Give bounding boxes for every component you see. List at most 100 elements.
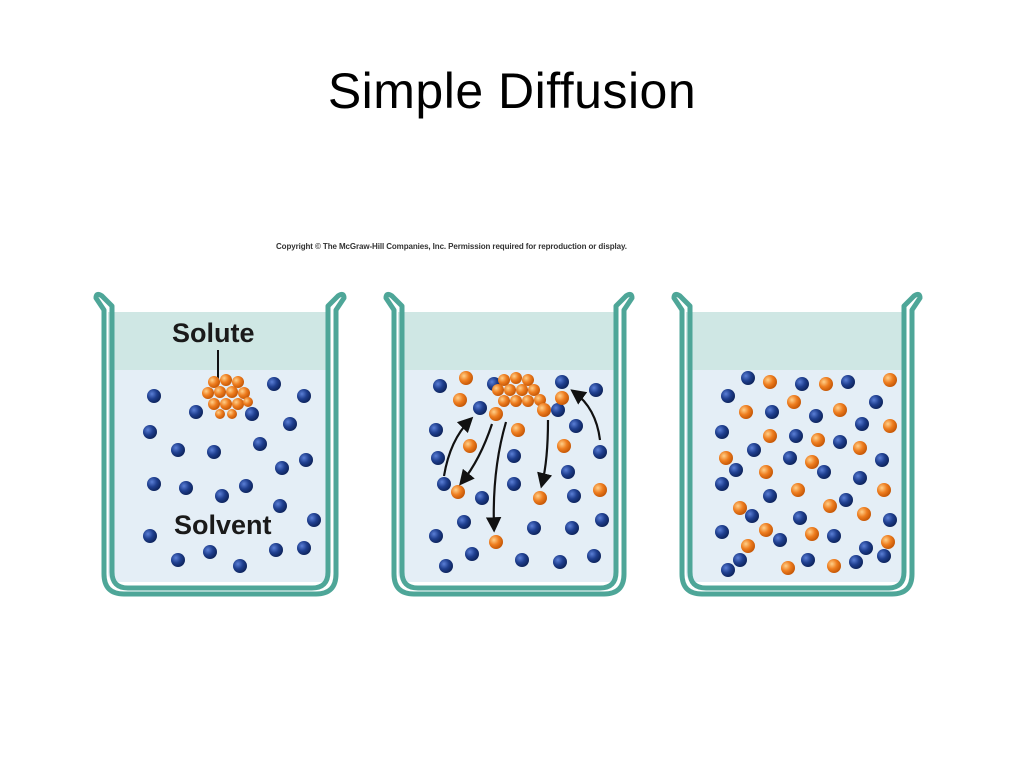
solute-molecule	[853, 441, 867, 455]
solvent-molecule	[283, 417, 297, 431]
solvent-molecule	[507, 449, 521, 463]
solvent-molecule	[853, 471, 867, 485]
solvent-molecule	[215, 489, 229, 503]
beaker-1-solvent-molecules	[143, 377, 321, 573]
solvent-molecule	[877, 549, 891, 563]
solute-molecule	[881, 535, 895, 549]
beaker-1-solute-cluster	[202, 374, 253, 419]
beaker-2-diffusion-arrows	[442, 389, 602, 533]
solute-molecule	[489, 535, 503, 549]
solute-molecule	[498, 374, 510, 386]
solvent-molecule	[555, 375, 569, 389]
solvent-molecule	[179, 481, 193, 495]
solvent-molecule	[795, 377, 809, 391]
solvent-molecule	[741, 371, 755, 385]
solute-molecule	[791, 483, 805, 497]
solute-molecule	[805, 455, 819, 469]
solute-molecule	[492, 384, 504, 396]
beaker-2	[383, 291, 635, 597]
slide-title: Simple Diffusion	[327, 63, 697, 119]
diffusion-arrow	[485, 421, 508, 533]
solute-molecule	[877, 483, 891, 497]
solute-molecule	[459, 371, 473, 385]
copyright-notice: Copyright © The McGraw-Hill Companies, I…	[276, 242, 627, 251]
solvent-molecule	[715, 477, 729, 491]
solvent-molecule	[789, 429, 803, 443]
solute-molecule	[833, 403, 847, 417]
solute-molecule	[220, 374, 232, 386]
solute-molecule	[781, 561, 795, 575]
solvent-molecule	[147, 389, 161, 403]
solute-molecule	[759, 523, 773, 537]
solute-molecule	[522, 374, 534, 386]
diffusion-arrow	[537, 419, 553, 489]
solute-molecule	[522, 395, 534, 407]
solvent-molecule	[273, 499, 287, 513]
solute-molecule	[510, 372, 522, 384]
diffusion-arrow	[570, 389, 602, 441]
diffusion-arrow	[442, 416, 474, 477]
solvent-molecule	[239, 479, 253, 493]
solvent-molecule	[849, 555, 863, 569]
solute-molecule	[719, 451, 733, 465]
solvent-molecule	[801, 553, 815, 567]
solute-molecule	[787, 395, 801, 409]
beaker-3	[671, 291, 923, 597]
solvent-molecule	[527, 521, 541, 535]
solvent-molecule	[233, 559, 247, 573]
solute-molecule	[763, 429, 777, 443]
beaker-3-outline	[671, 291, 923, 597]
solute-molecule	[857, 507, 871, 521]
solvent-molecule	[869, 395, 883, 409]
solvent-molecule	[833, 435, 847, 449]
solute-molecule	[202, 387, 214, 399]
solute-molecule	[805, 527, 819, 541]
solute-molecule	[763, 375, 777, 389]
solvent-molecule	[809, 409, 823, 423]
solute-molecule	[811, 433, 825, 447]
solvent-molecule	[551, 403, 565, 417]
solute-molecule	[534, 394, 546, 406]
solvent-molecule	[595, 513, 609, 527]
solvent-molecule	[715, 525, 729, 539]
solute-molecule	[215, 409, 225, 419]
solute-molecule	[537, 403, 551, 417]
solvent-molecule	[439, 559, 453, 573]
solvent-molecule	[269, 543, 283, 557]
beaker-1-outline	[93, 291, 347, 597]
solvent-molecule	[465, 547, 479, 561]
beaker-2-liquid	[398, 370, 618, 582]
beaker-3-solute-molecules	[719, 373, 897, 575]
solute-molecule	[453, 393, 467, 407]
solvent-molecule	[883, 513, 897, 527]
beaker-1-liquid	[108, 370, 330, 582]
solvent-molecule	[745, 509, 759, 523]
solvent-molecule	[297, 389, 311, 403]
solvent-molecule	[267, 377, 281, 391]
solute-label: Solute	[172, 318, 255, 348]
solvent-molecule	[147, 477, 161, 491]
solvent-molecule	[715, 425, 729, 439]
solvent-molecule	[457, 515, 471, 529]
beaker-2-solvent-molecules	[429, 375, 609, 573]
solute-molecule	[220, 398, 232, 410]
solute-molecule	[226, 386, 238, 398]
beaker-2-headspace	[398, 312, 618, 370]
solute-molecule	[557, 439, 571, 453]
solvent-molecule	[429, 529, 443, 543]
solvent-molecule	[307, 513, 321, 527]
solvent-molecule	[207, 445, 221, 459]
solvent-molecule	[433, 379, 447, 393]
solvent-molecule	[729, 463, 743, 477]
solvent-molecule	[203, 545, 217, 559]
solute-molecule	[232, 376, 244, 388]
solvent-molecule	[245, 407, 259, 421]
beaker-3-liquid	[686, 370, 906, 582]
solvent-molecule	[589, 383, 603, 397]
solvent-label: Solvent	[174, 510, 272, 540]
solvent-molecule	[275, 461, 289, 475]
solute-molecule	[232, 398, 244, 410]
solute-molecule	[489, 407, 503, 421]
solute-molecule	[227, 409, 237, 419]
